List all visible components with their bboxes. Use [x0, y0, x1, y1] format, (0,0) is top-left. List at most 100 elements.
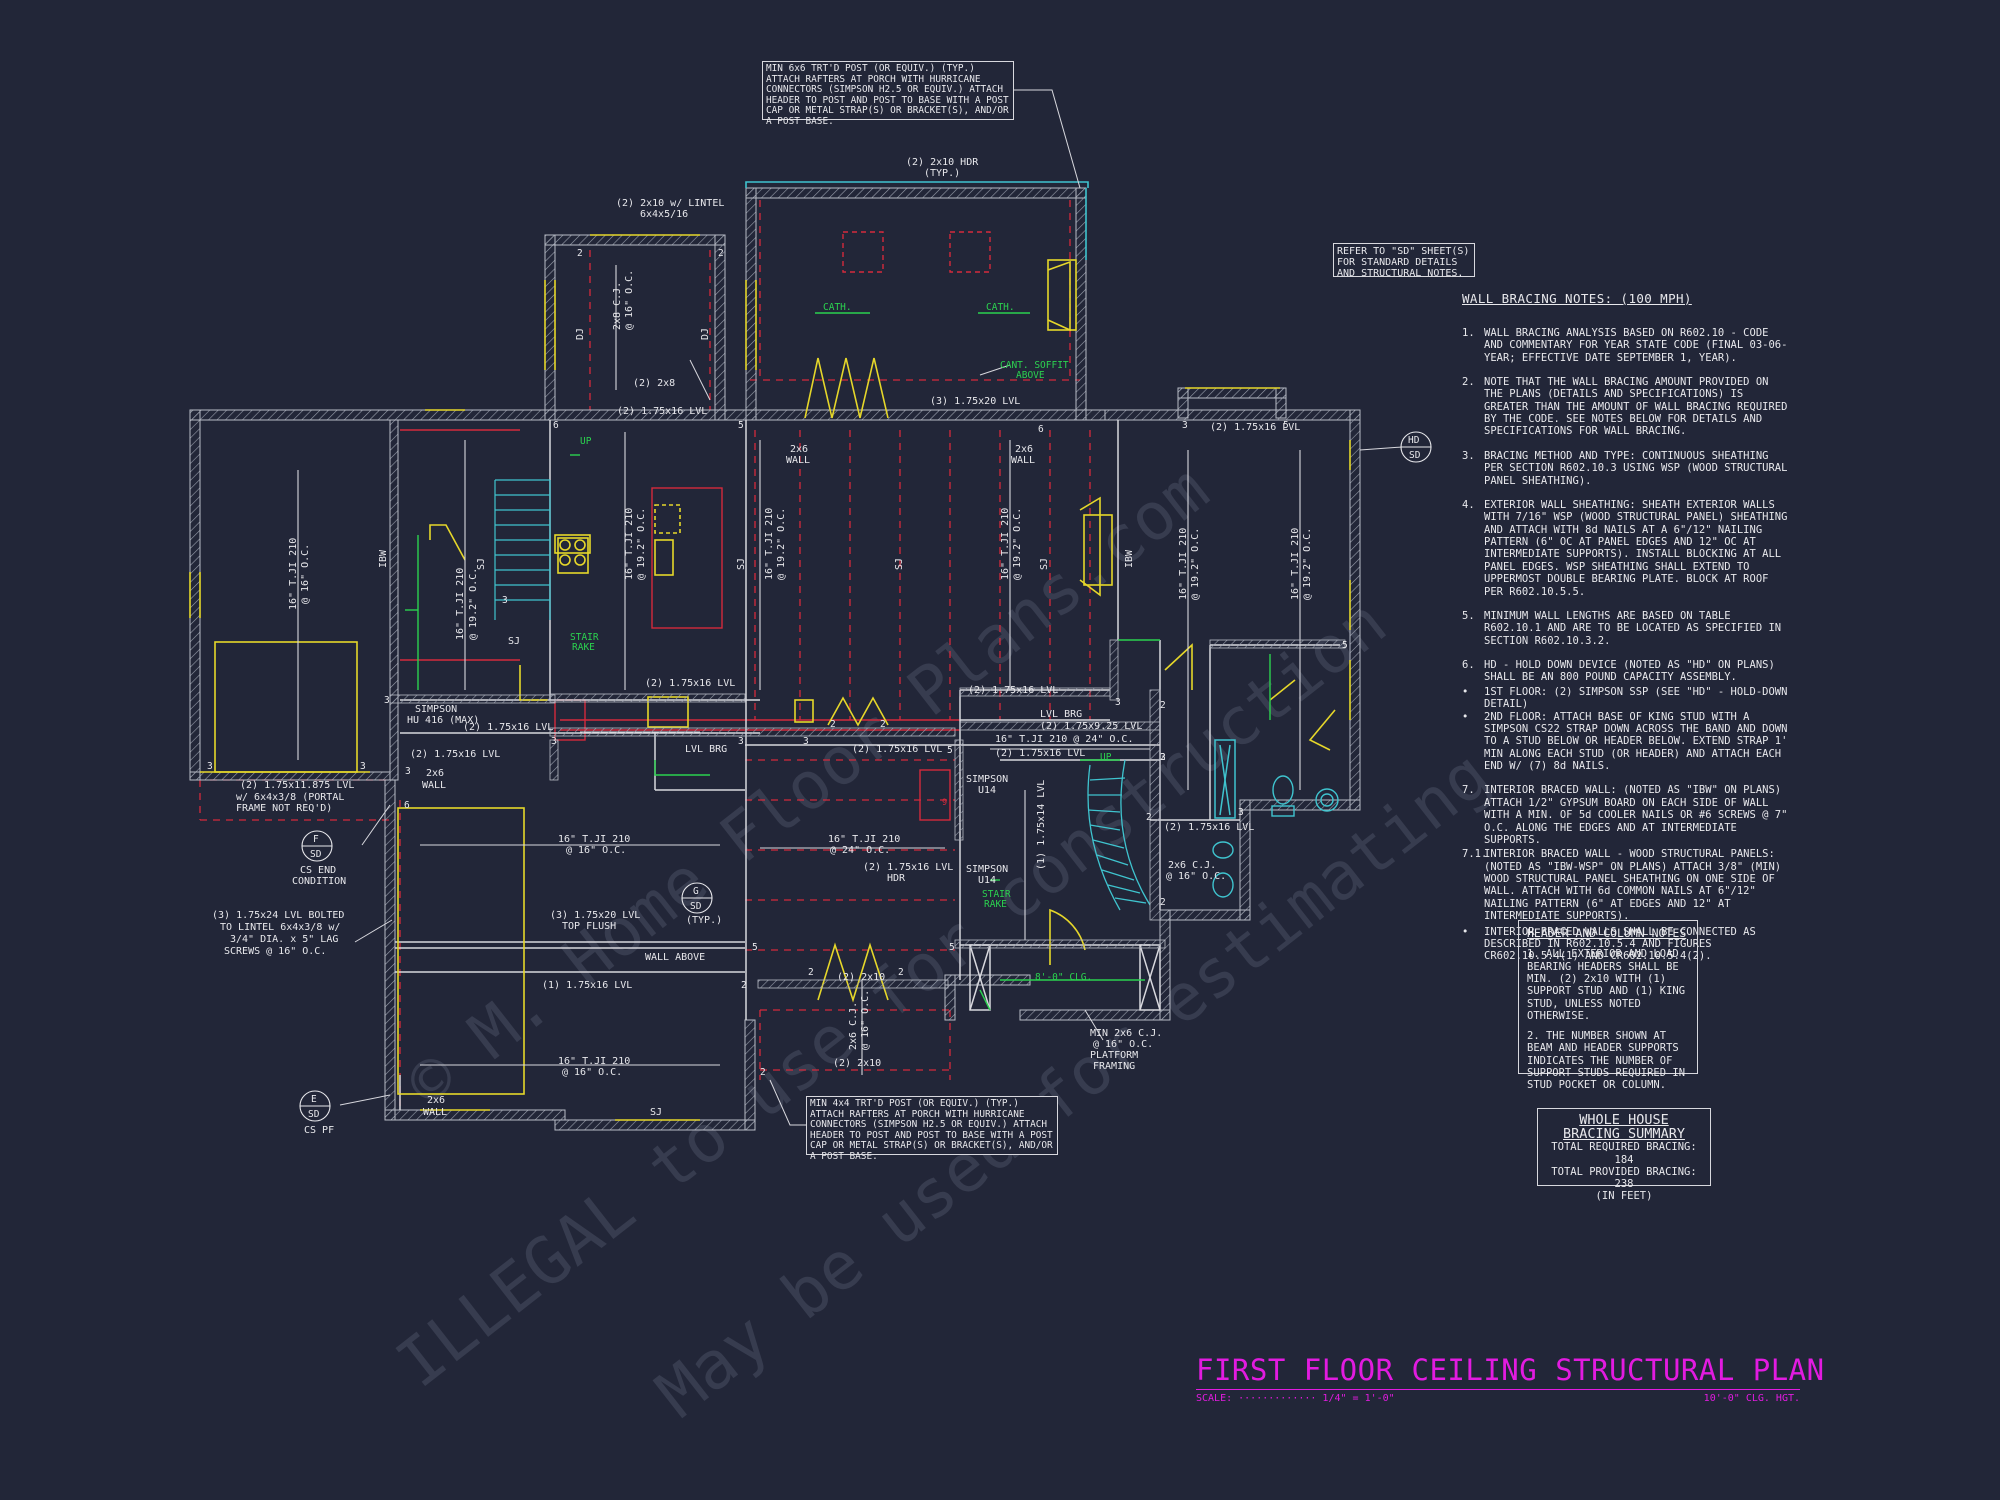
label-num-9: 9 [942, 798, 947, 808]
summary-heading-1: WHOLE HOUSE [1579, 1112, 1669, 1128]
label-tji-right1-oc: @ 19.2" O.C. [1190, 528, 1201, 600]
label-lvl-e: (2) 1.75x16 LVL [463, 722, 553, 733]
label-tji-mid: 16" T.JI 210 [558, 834, 630, 845]
label-stair-2: STAIR [982, 889, 1011, 900]
label-lvl-925: (2) 1.75x9.25 LVL [1040, 721, 1142, 732]
note-sublist: 7.1.INTERIOR BRACED WALL - WOOD STRUCTUR… [1462, 848, 1792, 963]
label-lvl-16c: (1) 1.75x16 LVL [542, 980, 632, 991]
stud-num: 3 [551, 736, 557, 747]
label-2x6-d: 2x6 [427, 1095, 445, 1106]
note-tagged-item: 7.1.INTERIOR BRACED WALL - WOOD STRUCTUR… [1462, 848, 1792, 922]
bubble-f: F SD [301, 830, 333, 862]
summary-required: TOTAL REQUIRED BRACING: 184 [1551, 1141, 1697, 1166]
label-min-cj-3: PLATFORM [1090, 1050, 1138, 1061]
summary-provided: TOTAL PROVIDED BRACING: 238 [1551, 1165, 1697, 1191]
porch-outline [745, 181, 1089, 260]
label-2x6-a: 2x6 [790, 444, 808, 455]
label-hu-416: HU 416 (MAX) [407, 715, 479, 726]
stud-num: 2 [1146, 812, 1152, 823]
fixtures-yellow [189, 234, 1351, 1121]
stud-num: 3 [1238, 807, 1244, 818]
label-tji-24-b-oc: @ 24" O.C. [830, 845, 890, 856]
label-lvl-14: (1) 1.75x14 LVL [1036, 780, 1047, 870]
label-rake-1: RAKE [572, 642, 595, 653]
label-cj-2x6b: 2x6 C.J. [1168, 860, 1216, 871]
green-labels: CATH. CATH. CANT. SOFFIT ABOVE UP STAIR … [570, 302, 1112, 983]
label-typ-g: (TYP.) [686, 915, 722, 926]
label-portal-1: w/ 6x4x3/8 (PORTAL [236, 792, 344, 803]
stud-num: 6 [1038, 424, 1044, 435]
stud-num: 6 [553, 420, 559, 431]
stud-num: 3 [207, 761, 213, 772]
header-column-note: 2. THE NUMBER SHOWN AT BEAM AND HEADER S… [1527, 1030, 1686, 1092]
stud-num: 2 [880, 719, 886, 730]
section-bubbles: HD SD F SD G SD E SD [299, 431, 1432, 1122]
stud-num: 2 [577, 248, 583, 259]
label-stair-1: STAIR [570, 632, 599, 643]
label-tji-stair-oc: @ 19.2" O.C. [468, 568, 479, 640]
label-cs-end: CS END [300, 865, 336, 876]
label-2x10-b: (2) 2x10 [833, 1058, 881, 1069]
label-cj-2x6b-oc: @ 16" O.C. [1166, 871, 1226, 882]
label-wall-d: WALL [423, 1107, 447, 1118]
bubble-hd-bottom: SD [1409, 450, 1421, 461]
ceiling-height: 10'-0" CLG. HGT. [1703, 1392, 1800, 1404]
bracing-note: 3.BRACING METHOD AND TYPE: CONTINUOUS SH… [1462, 450, 1792, 487]
label-lvl-11875: (2) 1.75x11.875 LVL [240, 780, 354, 791]
stud-num: 2 [808, 967, 814, 978]
header-column-heading: HEADER AND COLUMN NOTES [1527, 926, 1687, 940]
note-text: HD - HOLD DOWN DEVICE (NOTED AS "HD" ON … [1484, 659, 1775, 684]
label-lvl-a: (2) 1.75x16 LVL [617, 406, 707, 417]
label-dj-2: DJ [700, 328, 711, 340]
label-tji-stair: 16" T.JI 210 [455, 568, 466, 640]
plumbing-fixtures [1212, 775, 1339, 898]
label-min-cj-4: FRAMING [1093, 1061, 1135, 1072]
summary-unit: (IN FEET) [1595, 1190, 1653, 1203]
stud-num: 3 [803, 736, 809, 747]
stud-num: 3 [1115, 697, 1121, 708]
bubble-e: E SD [299, 1090, 331, 1122]
note-bullet: 1ST FLOOR: (2) SIMPSON SSP (SEE "HD" - H… [1462, 686, 1792, 711]
label-tji-bot: 16" T.JI 210 [558, 1056, 630, 1067]
label-lintel-size: 6x4x5/16 [640, 209, 688, 220]
label-2x8: (2) 2x8 [633, 378, 675, 389]
bracing-note: 7.INTERIOR BRACED WALL: (NOTED AS "IBW" … [1462, 784, 1792, 962]
red-labels: 9 [942, 798, 947, 808]
label-wall-a: WALL [786, 455, 810, 466]
stud-num: 2 [830, 719, 836, 730]
label-tji-right1: 16" T.JI 210 [1178, 528, 1189, 600]
label-lvl-i: (2) 1.75x16 LVL [1164, 822, 1254, 833]
refer-sd-sheet-note: REFER TO "SD" SHEET(S) FOR STANDARD DETA… [1333, 243, 1475, 279]
stud-num: 5 [1342, 640, 1348, 651]
header-column-note: 1. ALL EXTERIOR AND LOAD BEARING HEADERS… [1527, 948, 1686, 1022]
label-condition: CONDITION [292, 876, 346, 887]
note-tag-text: INTERIOR BRACED WALLS SHALL BE CONNECTED… [1484, 925, 1756, 963]
label-simpson-u14: SIMPSON [966, 774, 1008, 785]
label-min-cj-1: MIN 2x6 C.J. [1090, 1028, 1162, 1039]
dimension-lines [297, 265, 1301, 1075]
label-simpson-u14-b: SIMPSON [966, 864, 1008, 875]
note-number: 5. [1462, 609, 1475, 622]
label-tji-garage-oc: @ 16" O.C. [300, 544, 311, 604]
label-cath-2: CATH. [986, 302, 1015, 313]
stud-num: 3 [1160, 752, 1166, 763]
label-lvl-c: (2) 1.75x16 LVL [968, 685, 1058, 696]
title-rule [1196, 1388, 1800, 1390]
label-tji-mid-oc: @ 16" O.C. [566, 845, 626, 856]
bubble-g-top: G [693, 886, 699, 897]
label-sj-6: SJ [508, 636, 520, 647]
label-2x10-a: (2) 2x10 [837, 972, 885, 983]
label-ibw-2: IBW [1124, 549, 1135, 568]
bracing-note: 4.EXTERIOR WALL SHEATHING: SHEATH EXTERI… [1462, 499, 1792, 598]
bubble-hd: HD SD [1400, 431, 1432, 463]
label-tji-right2: 16" T.JI 210 [1290, 528, 1301, 600]
note-text: EXTERIOR WALL SHEATHING: SHEATH EXTERIOR… [1484, 498, 1788, 598]
stud-num: 3 [1182, 420, 1188, 431]
label-rake-2: RAKE [984, 899, 1007, 910]
stud-num: 3 [384, 695, 390, 706]
stud-num: 2 [1160, 897, 1166, 908]
label-sj-4: SJ [1039, 558, 1050, 570]
label-cj-2x6-oc: @ 16" O.C. [860, 990, 871, 1050]
stud-num: 2 [741, 980, 747, 991]
